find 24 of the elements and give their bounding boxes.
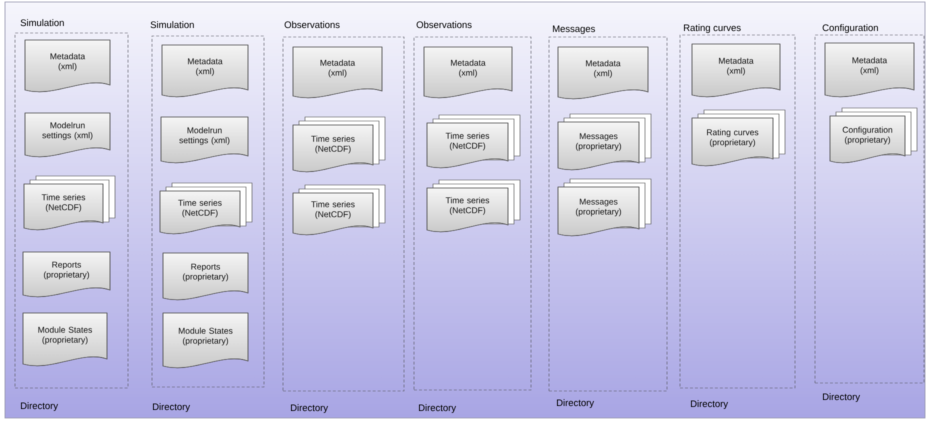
directory-label: Directory xyxy=(822,393,860,402)
document-stack: Messages (proprietary) xyxy=(558,114,652,170)
document-stack: Rating curves (proprietary) xyxy=(692,110,786,166)
folder-heading: Rating curves xyxy=(684,24,741,33)
directory-label: Directory xyxy=(290,404,328,413)
document-stack: Time series (NetCDF) xyxy=(292,116,386,172)
document-stack: Time series (NetCDF) xyxy=(426,180,520,232)
document-stack: Configuration (proprietary) xyxy=(830,108,918,164)
directory-label: Directory xyxy=(556,399,594,408)
folder-heading: Simulation xyxy=(150,21,194,28)
directory-label: Directory xyxy=(152,403,190,412)
document-stack: Time series (NetCDF) xyxy=(426,114,520,168)
folder-heading: Observations xyxy=(416,21,472,28)
directory-label: Directory xyxy=(20,402,58,411)
document-stack: Messages (proprietary) xyxy=(558,178,652,236)
document-stack: Time series (NetCDF) xyxy=(160,182,252,234)
document-stack: Time series (NetCDF) xyxy=(24,176,116,230)
folder-heading: Messages xyxy=(552,26,595,34)
directory-label: Directory xyxy=(418,404,456,413)
folder-heading: Simulation xyxy=(20,19,64,26)
document-stack: Time series (NetCDF) xyxy=(292,184,386,236)
folder-heading: Configuration xyxy=(822,24,878,33)
folder-heading: Observations xyxy=(284,21,340,28)
directory-label: Directory xyxy=(690,400,728,409)
